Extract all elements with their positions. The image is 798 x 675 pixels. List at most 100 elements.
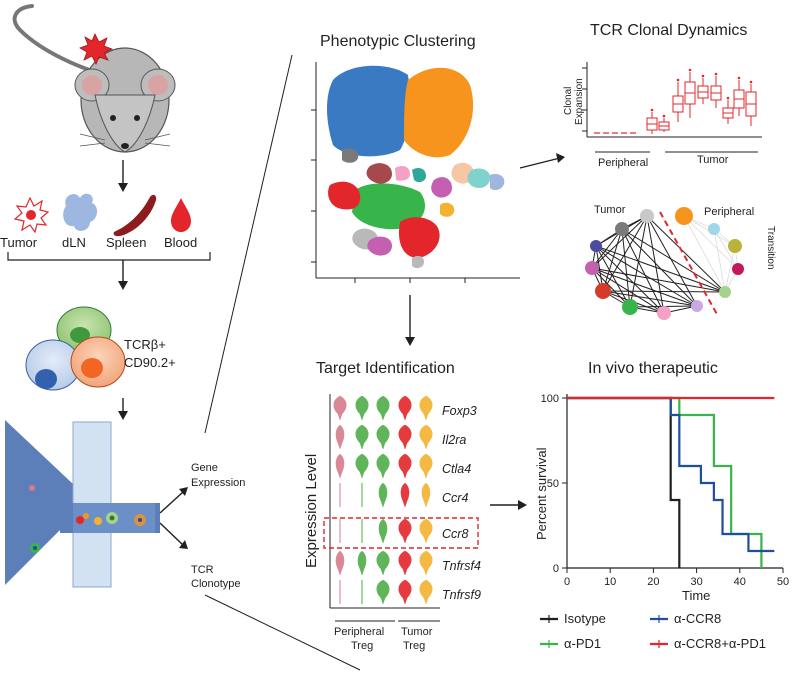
network-edge bbox=[591, 267, 698, 307]
violin-foxp3 bbox=[376, 395, 390, 421]
xgroup1-line2: Treg bbox=[351, 640, 373, 652]
network-edge-faint bbox=[724, 245, 736, 293]
violin-ylabel: Expression Level bbox=[303, 454, 320, 568]
network-node bbox=[622, 299, 638, 315]
network-node bbox=[615, 222, 629, 236]
network-node bbox=[691, 300, 703, 312]
network-node bbox=[732, 263, 744, 275]
tissue-label-dln: dLN bbox=[62, 235, 86, 250]
clonal-group-peripheral: Peripheral bbox=[598, 157, 648, 169]
network-edge bbox=[591, 267, 665, 314]
tissue-label-tumor: Tumor bbox=[0, 235, 38, 250]
mouse-illustration bbox=[12, 4, 176, 153]
network-node bbox=[595, 283, 611, 299]
clonal-boxplot bbox=[582, 62, 762, 138]
violin-ctla4 bbox=[419, 453, 433, 479]
network-node bbox=[590, 240, 602, 252]
tumor-box-outlier bbox=[714, 72, 718, 76]
violin-ccr4 bbox=[400, 482, 410, 508]
network-node bbox=[657, 306, 671, 320]
violin-axes bbox=[329, 394, 440, 609]
tumor-box-outlier bbox=[749, 80, 753, 84]
tumor-box-outlier bbox=[688, 68, 692, 72]
network-node bbox=[640, 209, 654, 223]
network-edge bbox=[646, 215, 698, 307]
clonal-ylabel-line2: Expansion bbox=[574, 78, 585, 125]
violin-tnfrsf4 bbox=[376, 550, 390, 576]
gene-label-il2ra: Il2ra bbox=[442, 433, 466, 447]
network-edge bbox=[646, 215, 726, 293]
x-tick-label: 30 bbox=[690, 576, 702, 588]
tumor-box-outlier bbox=[662, 114, 666, 118]
clonal-group-tumor: Tumor bbox=[697, 154, 729, 166]
violin-foxp3 bbox=[419, 395, 433, 421]
sorted-cells-illustration bbox=[25, 306, 126, 391]
clonotype-network bbox=[585, 207, 744, 320]
network-edge bbox=[591, 228, 623, 269]
series-line-isotype bbox=[567, 396, 681, 568]
connector-line-top bbox=[204, 54, 293, 434]
microfluidic-chip bbox=[5, 420, 160, 588]
violin-ccr4 bbox=[421, 482, 431, 508]
network-edge bbox=[595, 245, 665, 314]
branch-tcr-line1: TCR bbox=[191, 564, 214, 576]
gene-label-tnfrsf9: Tnfrsf9 bbox=[442, 588, 481, 602]
violin-foxp3 bbox=[398, 395, 412, 421]
network-edge bbox=[595, 245, 698, 307]
violin-ctla4 bbox=[355, 453, 369, 479]
connector-line-bottom bbox=[204, 594, 361, 671]
tumor-box-outlier bbox=[726, 96, 730, 100]
violin-tnfrsf4 bbox=[335, 550, 345, 576]
tsne-plot bbox=[311, 62, 520, 283]
tumor-box-outlier bbox=[676, 78, 680, 82]
gene-label-ccr8: Ccr8 bbox=[442, 527, 468, 541]
network-edge bbox=[595, 245, 631, 308]
violin-foxp3 bbox=[333, 395, 347, 421]
violin-tnfrsf9 bbox=[419, 579, 433, 605]
network-edge-faint bbox=[683, 215, 739, 270]
violin-tnfrsf4 bbox=[419, 550, 433, 576]
violin-il2ra bbox=[335, 424, 345, 450]
violin-il2ra bbox=[419, 424, 433, 450]
violin-il2ra bbox=[398, 424, 412, 450]
violin-ctla4 bbox=[398, 453, 412, 479]
violin-tnfrsf9 bbox=[398, 579, 412, 605]
survival-ylabel: Percent survival bbox=[534, 447, 549, 540]
network-node bbox=[675, 207, 693, 225]
violin-tnfrsf4 bbox=[398, 550, 412, 576]
tumor-box-outlier bbox=[701, 74, 705, 78]
violin-ctla4 bbox=[335, 453, 345, 479]
y-tick-label: 0 bbox=[553, 563, 559, 575]
clonal-title: TCR Clonal Dynamics bbox=[590, 22, 747, 39]
legend-label: α-CCR8 bbox=[674, 611, 721, 626]
network-node bbox=[719, 286, 731, 298]
x-tick-label: 50 bbox=[777, 576, 789, 588]
violin-ctla4 bbox=[376, 453, 390, 479]
x-tick-label: 20 bbox=[647, 576, 659, 588]
violin-ccr8 bbox=[419, 518, 433, 544]
legend-label: α-PD1 bbox=[564, 636, 601, 651]
clonal-boxes bbox=[594, 68, 757, 134]
sort-label-line2: CD90.2+ bbox=[124, 355, 176, 370]
network-node bbox=[585, 261, 599, 275]
legend-label: Isotype bbox=[564, 611, 606, 626]
network-edge bbox=[646, 215, 665, 314]
sort-label-line1: TCRβ+ bbox=[124, 337, 166, 352]
clonal-ylabel-line1: Clonal bbox=[563, 87, 574, 115]
tumor-box-outlier bbox=[650, 108, 654, 112]
target-title: Target Identification bbox=[316, 360, 455, 377]
network-edge bbox=[621, 228, 665, 314]
network-node bbox=[728, 239, 742, 253]
network-edge bbox=[602, 228, 623, 292]
x-tick-label: 10 bbox=[604, 576, 616, 588]
violin-tnfrsf4 bbox=[357, 550, 367, 576]
network-edge-faint bbox=[713, 228, 739, 270]
network-edge-faint bbox=[683, 215, 726, 293]
network-edge bbox=[621, 228, 698, 307]
xgroup2-line2: Treg bbox=[403, 640, 425, 652]
violin-il2ra bbox=[355, 424, 369, 450]
y-tick-label: 50 bbox=[547, 478, 559, 490]
